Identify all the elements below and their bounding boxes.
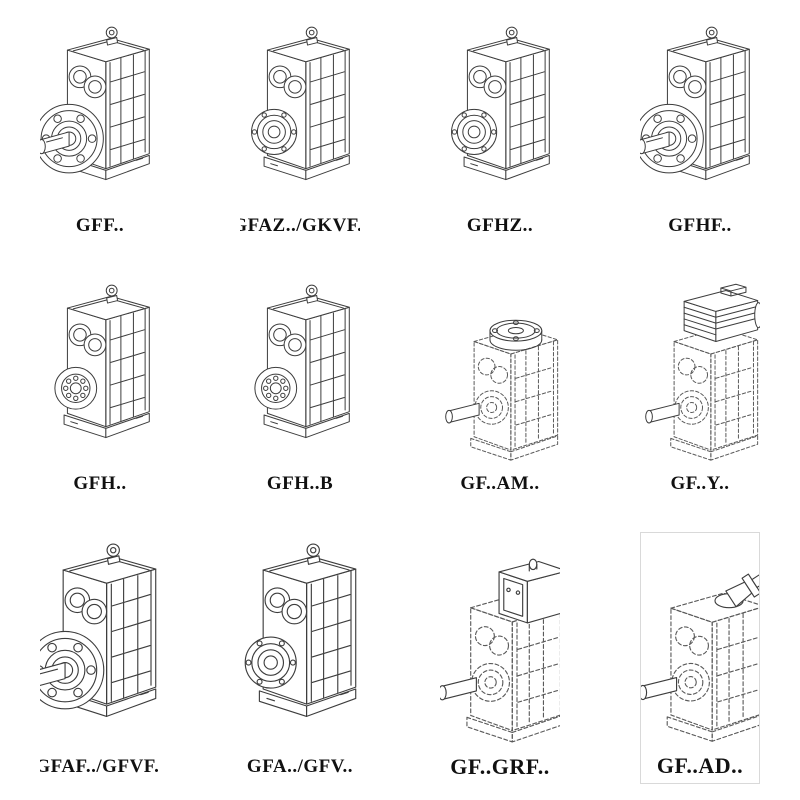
model-label: GFH.. [73,473,127,495]
model-label: GFF.. [75,215,125,237]
catalog-cell: GFHZ.. [440,16,560,242]
model-label: GFHF.. [668,215,732,237]
model-label: GFHZ.. [466,215,534,237]
catalog-cell: GFF.. [40,16,160,242]
gearbox-iec-adapter-drawing [440,278,560,470]
catalog-cell: GF..AM.. [440,274,560,500]
catalog-cell: GFH..B [240,274,360,500]
gearbox-bearing-drawing [240,278,360,470]
gearbox-flange-drawing [40,536,160,753]
catalog-cell: GF..Y.. [640,274,760,500]
catalog-cell: GF..GRF.. [440,532,560,784]
gearbox-input-shaft-drawing [640,537,760,752]
catalog-cell: GFA../GFV.. [240,532,360,784]
model-label: GFAZ../GKVF.. [240,215,360,237]
gearbox-hollow-shaft-drawing [440,20,560,212]
model-label: GF..AM.. [460,473,540,495]
catalog-cell: GFHF.. [640,16,760,242]
catalog-cell: GFH.. [40,274,160,500]
gearbox-hollow-shaft-drawing [240,20,360,212]
model-label: GF..GRF.. [450,754,550,780]
gearbox-flange-drawing [40,20,160,212]
model-label: GFAF../GFVF.. [40,756,160,778]
gearbox-with-motor-drawing [640,278,760,470]
model-label: GFH..B [266,473,334,495]
model-label: GF..Y.. [670,473,730,495]
gearbox-hollow-shaft-drawing [240,536,360,753]
catalog-cell: GF..AD.. [640,532,760,784]
gearbox-servo-adapter-drawing [440,536,560,753]
gearbox-flange-drawing [640,20,760,212]
gearbox-bearing-drawing [40,278,160,470]
model-label: GFA../GFV.. [246,756,354,778]
model-label: GF..AD.. [656,753,744,779]
catalog-cell: GFAF../GFVF.. [40,532,160,784]
catalog-cell: GFAZ../GKVF.. [240,16,360,242]
